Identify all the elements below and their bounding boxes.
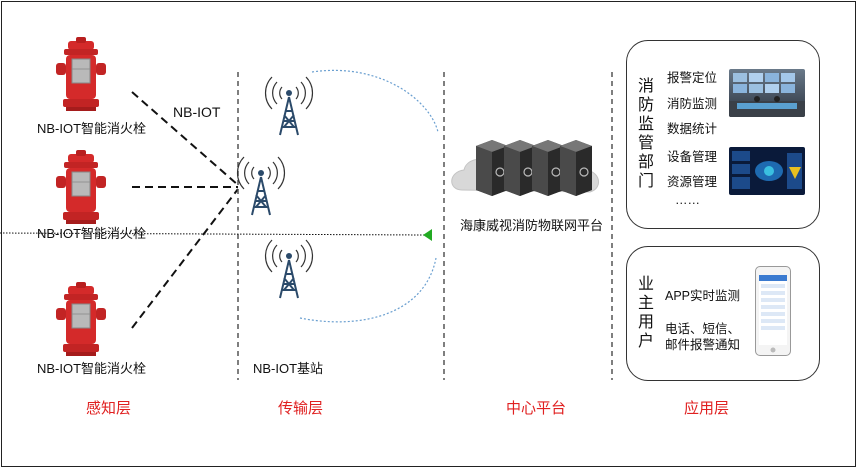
owner-item: 电话、短信、 [665, 322, 741, 336]
link-label: NB-IOT [173, 104, 221, 120]
nbiot-link [131, 188, 239, 329]
hydrant-icon [55, 281, 107, 357]
fire-dept-item: 报警定位 [667, 71, 718, 85]
hydrant-label: NB-IOT智能消火栓 [37, 361, 147, 376]
arrow-marker-icon [423, 229, 432, 241]
signal-arc [311, 69, 439, 133]
dashboard-image [729, 147, 805, 195]
fire-dept-item: 资源管理 [667, 175, 718, 189]
owner-title: 业主用户 [637, 276, 654, 350]
nbiot-link [131, 91, 239, 186]
fire-dept-title: 消防监管部门 [637, 78, 654, 190]
base-station-tower-icon [264, 76, 314, 136]
base-station-tower-icon [236, 156, 286, 216]
owner-panel: 业主用户 APP实时监测 电话、短信、 邮件报警通知 [626, 246, 820, 381]
owner-item: 邮件报警通知 [665, 338, 741, 352]
hydrant-icon [55, 36, 107, 112]
hydrant-icon [55, 149, 107, 225]
phone-app-image [755, 266, 791, 356]
owner-item: APP实时监测 [665, 289, 741, 303]
hydrant-label: NB-IOT智能消火栓 [37, 121, 147, 136]
layer-label-transport: 传输层 [278, 400, 324, 417]
base-station-tower-icon [264, 239, 314, 299]
server-icon [559, 139, 593, 197]
fire-dept-item: 消防监测 [667, 97, 718, 111]
server-icon [503, 139, 537, 197]
layer-label-platform: 中心平台 [506, 400, 567, 417]
server-icon [531, 139, 565, 197]
layer-label-application: 应用层 [684, 400, 730, 417]
fire-dept-item: 设备管理 [667, 150, 718, 164]
signal-arc [299, 257, 437, 323]
fire-dept-panel: 消防监管部门 报警定位 消防监测 数据统计 设备管理 资源管理 …… [626, 40, 820, 229]
fire-dept-item: …… [675, 193, 700, 207]
layer-label-perception: 感知层 [86, 400, 132, 417]
server-icon [475, 139, 509, 197]
fire-dept-item: 数据统计 [667, 122, 718, 136]
platform-label: 海康威视消防物联网平台 [460, 218, 604, 233]
base-station-label: NB-IOT基站 [253, 361, 324, 376]
control-room-image [729, 69, 805, 117]
hydrant-label: NB-IOT智能消火栓 [37, 226, 147, 241]
